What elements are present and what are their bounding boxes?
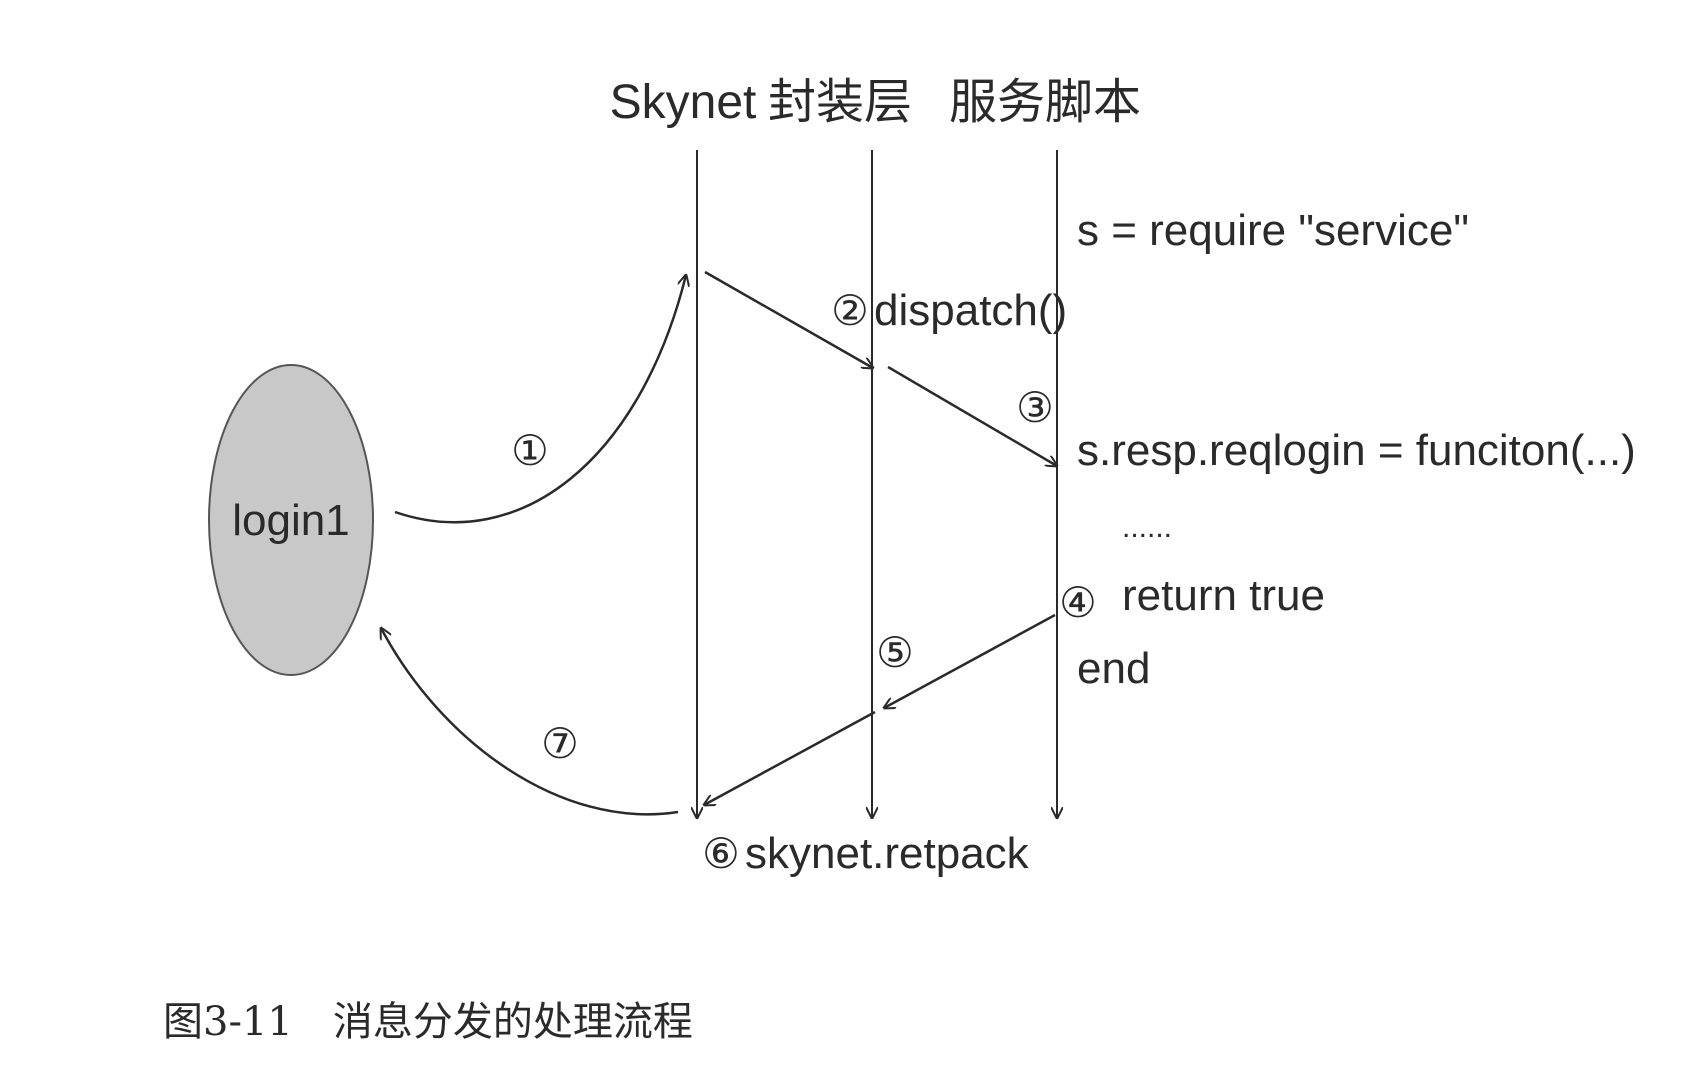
retpack-label: skynet.retpack: [745, 829, 1030, 878]
lane-header-skynet: Skynet: [610, 76, 757, 129]
step-1-marker: ①: [511, 427, 549, 474]
code-line-end: end: [1077, 644, 1150, 693]
lane-header-wrapper: 封装层: [768, 76, 912, 129]
login1-label: login1: [232, 496, 349, 545]
figure-caption: 图3-11 消息分发的处理流程: [163, 999, 693, 1045]
step-5-marker: ⑤: [876, 629, 914, 676]
code-line-ellipsis: ......: [1122, 511, 1172, 544]
arrow-step-6: [704, 710, 876, 805]
arrow-step-5: [884, 613, 1056, 708]
code-line-return: return true: [1122, 571, 1325, 620]
step-4-marker: ④: [1059, 579, 1097, 626]
step-6-marker: ⑥: [702, 830, 740, 877]
step-7-marker: ⑦: [541, 720, 579, 767]
arrow-step-3: [887, 365, 1057, 466]
step-3-marker: ③: [1016, 384, 1054, 431]
lane-header-service-script: 服务脚本: [949, 76, 1141, 129]
login1-node: [208, 364, 374, 676]
arrow-step-7: [381, 628, 679, 816]
arrow-step-2: [704, 270, 873, 368]
dispatch-label: dispatch(): [874, 286, 1067, 335]
step-2-marker: ②: [831, 287, 869, 334]
code-line-resp-handler: s.resp.reqlogin = funciton(...): [1077, 426, 1636, 475]
code-line-require: s = require "service": [1077, 206, 1469, 255]
arrow-step-1: [394, 275, 686, 524]
